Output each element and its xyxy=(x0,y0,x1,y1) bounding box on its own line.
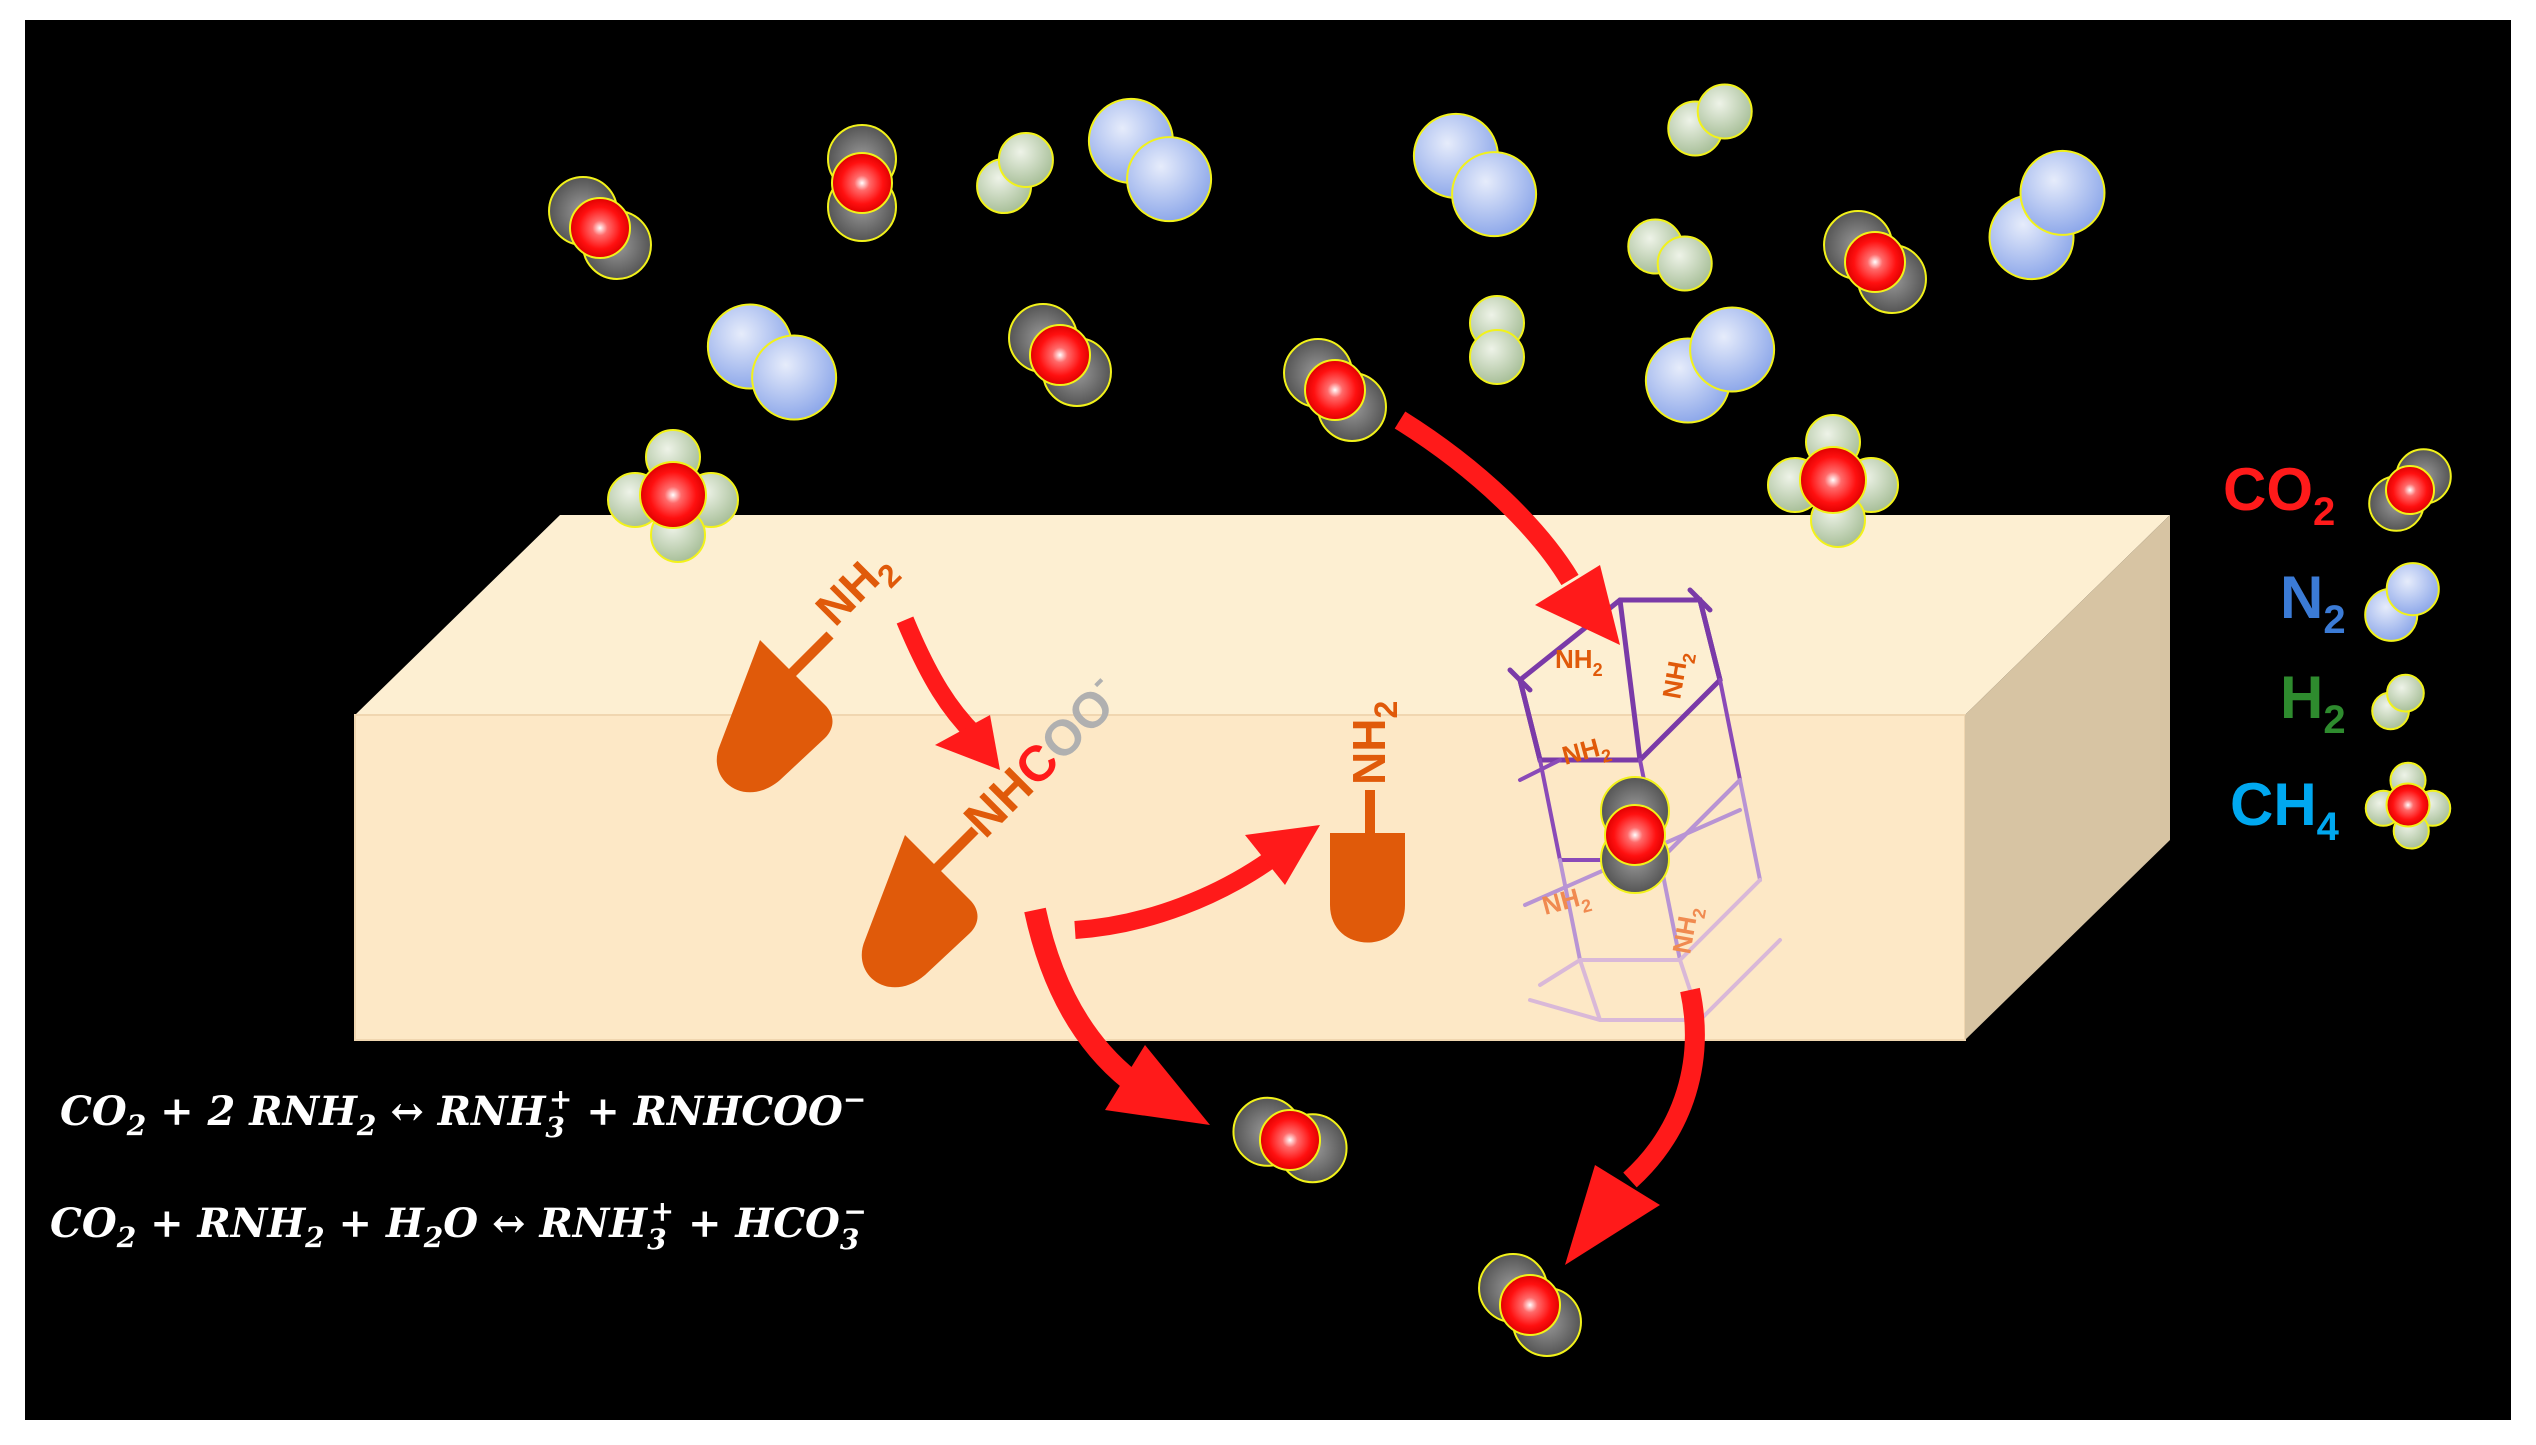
cage-nh2-label: NH2 xyxy=(1555,644,1603,680)
cage-nh2-label: NH2 xyxy=(1656,649,1700,702)
transport-arrows xyxy=(896,411,1705,1265)
amine-carrier-top: NH2 xyxy=(716,551,908,793)
legend-label-n2: N2 xyxy=(2280,564,2346,642)
membrane-top-face xyxy=(355,515,2170,715)
co2-molecule xyxy=(827,124,897,242)
n2-molecule xyxy=(1412,112,1538,238)
n2-molecule xyxy=(1087,97,1213,223)
arrow-release-co2 xyxy=(1024,907,1210,1125)
legend-label-h2: H2 xyxy=(2280,664,2346,742)
legend-label-ch4: CH4 xyxy=(2230,771,2340,849)
gas-molecules xyxy=(548,83,2106,1357)
co2-molecule-icon xyxy=(2368,448,2452,532)
h2-molecule xyxy=(1469,295,1525,385)
reaction-equations: CO2 + 2 RNH2 ↔ RNH3+ + RNHCOO− CO2 + RNH… xyxy=(50,1083,867,1256)
n2-molecule-icon xyxy=(2364,562,2440,642)
cage-nh2-label: NH2 xyxy=(1666,904,1710,957)
n2-molecule xyxy=(2364,562,2440,642)
n2-molecule xyxy=(1988,149,2106,281)
co2-molecule xyxy=(1823,210,1927,314)
arrow-cage-release xyxy=(1565,987,1705,1265)
h2-molecule xyxy=(976,131,1054,215)
arrow-co2-into-cage xyxy=(1394,411,1620,645)
h2-molecule xyxy=(2371,673,2425,731)
legend: CO2 N2 H2 CH4 xyxy=(2223,448,2452,850)
ch4-molecule xyxy=(607,429,739,563)
arrow-carbamate-to-amine xyxy=(1074,825,1320,939)
h2-molecule xyxy=(1627,218,1713,292)
equation-1: CO2 + 2 RNH2 ↔ RNH3+ + RNHCOO− xyxy=(60,1083,866,1144)
arrow-amine-to-carbamate xyxy=(896,616,1000,770)
co2-molecule xyxy=(1283,338,1387,442)
ch4-molecule-icon xyxy=(2364,761,2452,850)
amine-carrier-regenerated: NH2 xyxy=(1330,701,1405,943)
ch4-molecule xyxy=(1767,414,1899,548)
co2-molecule xyxy=(2368,448,2452,532)
co2-molecule xyxy=(1600,776,1670,894)
co2-molecule xyxy=(548,176,652,280)
ch4-molecule xyxy=(2364,761,2452,850)
n2-molecule xyxy=(1644,306,1776,424)
nh2-label-right: NH2 xyxy=(1343,701,1404,785)
equation-2: CO2 + RNH2 + H2O ↔ RNH3+ + HCO3− xyxy=(50,1195,867,1256)
membrane-side-face xyxy=(1965,515,2170,1040)
co2-molecule xyxy=(1478,1253,1582,1357)
co2-molecule xyxy=(1232,1096,1348,1184)
n2-molecule xyxy=(706,303,838,421)
h2-molecule xyxy=(1667,83,1753,157)
legend-label-co2: CO2 xyxy=(2223,456,2335,534)
membrane-front-face xyxy=(354,714,1966,1041)
co2-molecule xyxy=(1008,303,1112,407)
h2-molecule-icon xyxy=(2371,673,2425,731)
